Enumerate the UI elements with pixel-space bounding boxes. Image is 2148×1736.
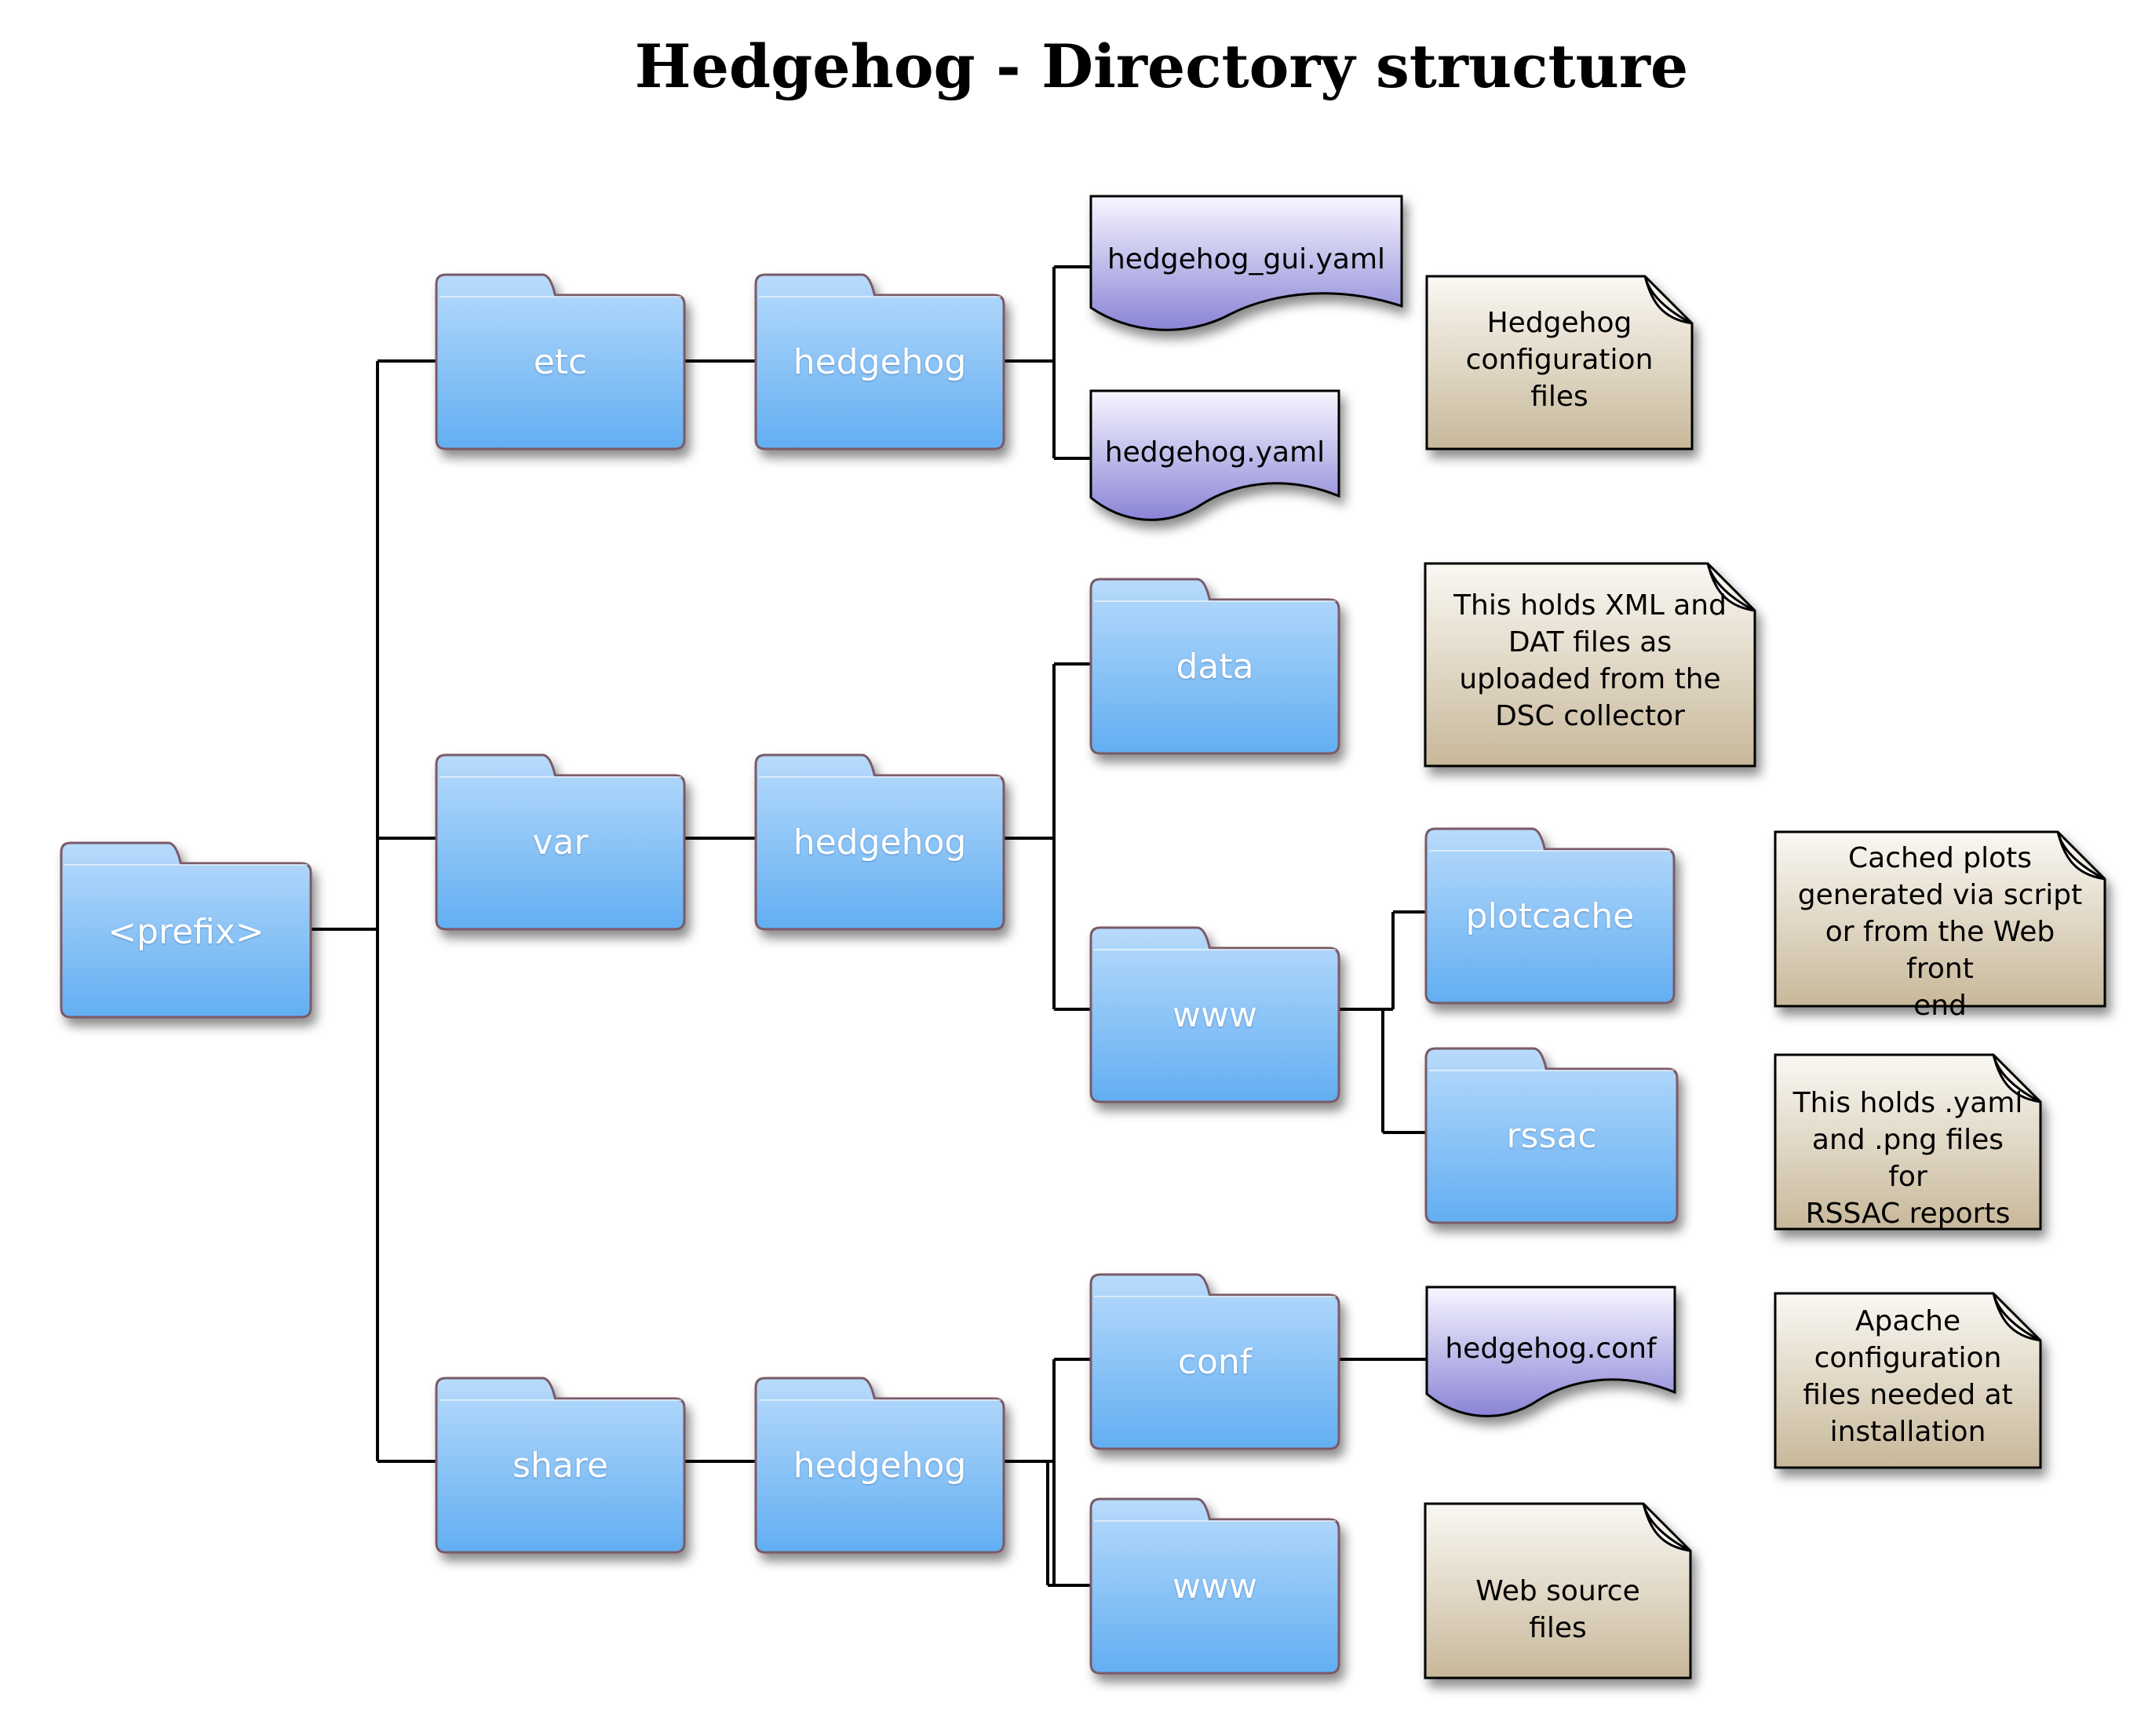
link-etc-hedgehog-files: [1003, 265, 1091, 460]
folder-icon: [435, 1377, 686, 1554]
folder-icon: [435, 273, 686, 450]
note-web-source: Web source files: [1424, 1502, 1692, 1679]
note-line: configuration: [1465, 344, 1654, 376]
folder-label: hedgehog: [793, 1446, 967, 1486]
note-line: installation: [1829, 1416, 1986, 1448]
folder-icon: [1089, 578, 1340, 755]
note-config-files: Hedgehog configuration files: [1425, 275, 1694, 450]
folder-label: hedgehog: [793, 822, 967, 863]
note-line: This holds XML and: [1453, 589, 1727, 622]
file-hedgehog-gui-yaml[interactable]: hedgehog_gui.yaml: [1089, 195, 1403, 334]
folder-icon: [1089, 926, 1340, 1103]
file-icon: [1425, 1286, 1676, 1417]
note-line: Cached plots: [1848, 842, 2032, 874]
folder-plotcache[interactable]: plotcache: [1424, 827, 1676, 1005]
note-icon: [1774, 1053, 2042, 1231]
folder-label: conf: [1177, 1342, 1253, 1382]
folder-share-www[interactable]: www: [1089, 1497, 1340, 1675]
file-hedgehog-conf[interactable]: hedgehog.conf: [1425, 1286, 1676, 1421]
link-var-hedgehog-children: [1003, 662, 1091, 1011]
note-line: generated via script: [1797, 879, 2083, 911]
folder-icon: [1424, 1047, 1679, 1224]
note-data: This holds XML and DAT files as uploaded…: [1424, 562, 1756, 768]
note-line: Web source files: [1475, 1575, 1640, 1644]
folder-icon: [435, 753, 686, 931]
note-line: configuration: [1814, 1342, 2002, 1374]
folder-icon: [754, 753, 1005, 931]
folder-label: rssac: [1506, 1116, 1597, 1156]
note-icon: [1774, 830, 2106, 1008]
folder-icon: [1089, 1273, 1340, 1450]
folder-label: hedgehog: [793, 342, 967, 382]
note-icon: [1424, 1502, 1692, 1679]
note-line: RSSAC reports: [1805, 1198, 2011, 1230]
note-line: files needed at: [1803, 1379, 2013, 1411]
note-line: DSC collector: [1495, 700, 1685, 732]
link-www-children: [1338, 910, 1426, 1134]
link-prefix-root: [312, 359, 436, 1463]
file-label: hedgehog.yaml: [1104, 436, 1326, 469]
file-label: hedgehog_gui.yaml: [1107, 243, 1386, 275]
note-line: files: [1530, 381, 1588, 413]
folder-share[interactable]: share: [435, 1377, 686, 1554]
folder-label: www: [1172, 1566, 1257, 1607]
folder-icon: [60, 841, 312, 1019]
file-hedgehog-yaml[interactable]: hedgehog.yaml: [1089, 389, 1340, 524]
note-line: end: [1913, 990, 1967, 1022]
folder-data[interactable]: data: [1089, 578, 1340, 755]
note-line: DAT files as: [1508, 626, 1672, 658]
folder-var-www[interactable]: www: [1089, 926, 1340, 1103]
diagram-title: Hedgehog - Directory structure: [634, 31, 1689, 101]
folder-icon: [754, 273, 1005, 450]
folder-icon: [1089, 1497, 1340, 1675]
folder-label: plotcache: [1465, 896, 1635, 936]
note-line: Apache: [1854, 1305, 1961, 1337]
note-line: Hedgehog: [1486, 307, 1632, 339]
folder-label: etc: [533, 342, 588, 382]
folder-conf[interactable]: conf: [1089, 1273, 1340, 1450]
folder-icon: [754, 1377, 1005, 1554]
folder-etc-hedgehog[interactable]: hedgehog: [754, 273, 1005, 450]
file-label: hedgehog.conf: [1445, 1333, 1657, 1365]
folder-label: share: [512, 1446, 608, 1486]
note-icon: [1774, 1292, 2042, 1469]
file-icon: [1089, 195, 1403, 331]
folder-label: <prefix>: [108, 912, 264, 952]
note-line: uploaded from the: [1459, 663, 1721, 695]
file-icon: [1089, 389, 1340, 521]
note-line: or from the Web front: [1825, 916, 2055, 985]
folder-icon: [1424, 827, 1676, 1005]
note-line: and .png files for: [1811, 1124, 2004, 1193]
folder-prefix[interactable]: <prefix>: [60, 841, 312, 1019]
note-apache: Apache configuration files needed at ins…: [1774, 1292, 2042, 1469]
link-share-hedgehog-children: [1003, 1358, 1091, 1587]
folder-var-hedgehog[interactable]: hedgehog: [754, 753, 1005, 931]
folder-etc[interactable]: etc: [435, 273, 686, 450]
folder-label: www: [1172, 995, 1257, 1035]
folder-rssac[interactable]: rssac: [1424, 1047, 1679, 1224]
folder-label: var: [532, 822, 589, 863]
folder-var[interactable]: var: [435, 753, 686, 931]
note-rssac: This holds .yaml and .png files for RSSA…: [1774, 1053, 2042, 1231]
note-icon: [1424, 562, 1756, 768]
note-icon: [1425, 275, 1694, 450]
note-plotcache: Cached plots generated via script or fro…: [1774, 830, 2106, 1022]
note-line: This holds .yaml: [1792, 1087, 2023, 1119]
folder-share-hedgehog[interactable]: hedgehog: [754, 1377, 1005, 1554]
folder-label: data: [1176, 647, 1254, 687]
